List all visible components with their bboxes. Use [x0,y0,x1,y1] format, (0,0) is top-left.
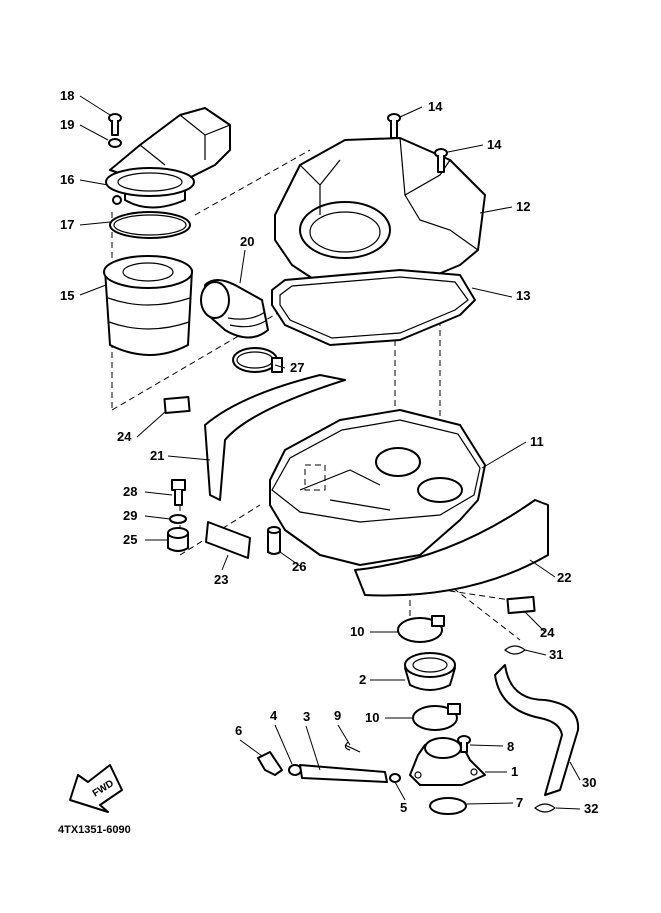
callout-2: 2 [359,672,366,687]
clamp-27 [232,347,283,373]
clamp-10-b [412,703,461,731]
callout-21: 21 [150,448,164,463]
callout-1: 1 [511,764,518,779]
callout-16: 16 [60,172,74,187]
callout-11: 11 [530,434,544,449]
callout-25: 25 [123,532,137,547]
callout-10: 10 [365,710,379,725]
screw-14-a [387,113,401,139]
joint-boot-20 [200,279,269,339]
callout-29: 29 [123,508,137,523]
callout-24: 24 [540,625,555,640]
plug-6 [257,751,283,776]
gasket-13 [271,269,476,346]
callout-3: 3 [303,709,310,724]
o-ring-17 [109,211,191,239]
callout-31: 31 [549,647,563,662]
drawing-code: 4TX1351-6090 [58,824,131,836]
leader-lines [79,95,581,810]
callout-8: 8 [507,739,514,754]
callout-14: 14 [428,99,443,114]
callout-24: 24 [117,429,132,444]
filter-element-15 [103,255,193,356]
callout-13: 13 [516,288,530,303]
callout-20: 20 [240,234,254,249]
bolt-8 [457,735,471,753]
joint-2 [404,652,456,691]
intake-duct [105,107,231,209]
drain-hose-30 [494,664,580,796]
callout-17: 17 [60,217,74,232]
clip-31 [504,645,526,655]
grommet-25 [167,527,189,552]
washer-29 [169,514,187,524]
callout-26: 26 [292,559,306,574]
pad-24-a [163,395,191,415]
callout-9: 9 [334,708,341,723]
washer-19 [108,138,122,148]
callout-28: 28 [123,484,137,499]
clip-32 [534,803,556,813]
pad-24-b [506,595,536,615]
callout-18: 18 [60,88,74,103]
callout-27: 27 [290,360,304,375]
callout-32: 32 [584,801,598,816]
callout-15: 15 [60,288,74,303]
callout-7: 7 [516,795,523,810]
gasket-7 [429,797,467,815]
callout-14: 14 [487,137,502,152]
strap-22 [354,499,549,597]
callout-labels: 1819161715201414121327242111282925232622… [60,88,598,816]
damper-23 [205,521,251,559]
callout-10: 10 [350,624,364,639]
callout-5: 5 [400,800,407,815]
callout-6: 6 [235,723,242,738]
callout-12: 12 [516,199,530,214]
callout-23: 23 [214,572,228,587]
screw-18 [108,113,122,136]
clamp-10-a [397,615,445,643]
clip-9 [344,741,361,753]
clip-4 [288,764,302,776]
forward-arrow-icon: FWD [69,764,123,813]
screw-14-b [434,148,448,173]
callout-19: 19 [60,117,74,132]
collar-26 [267,526,281,555]
hose-3 [299,764,388,783]
case-cover-12 [274,137,486,291]
strap-21 [204,374,346,501]
air-filter-case-11 [269,409,486,566]
callout-4: 4 [270,708,278,723]
callout-30: 30 [582,775,596,790]
callout-22: 22 [557,570,571,585]
bolt-28 [171,479,186,506]
manifold-1 [409,737,486,786]
clip-5 [389,773,401,783]
